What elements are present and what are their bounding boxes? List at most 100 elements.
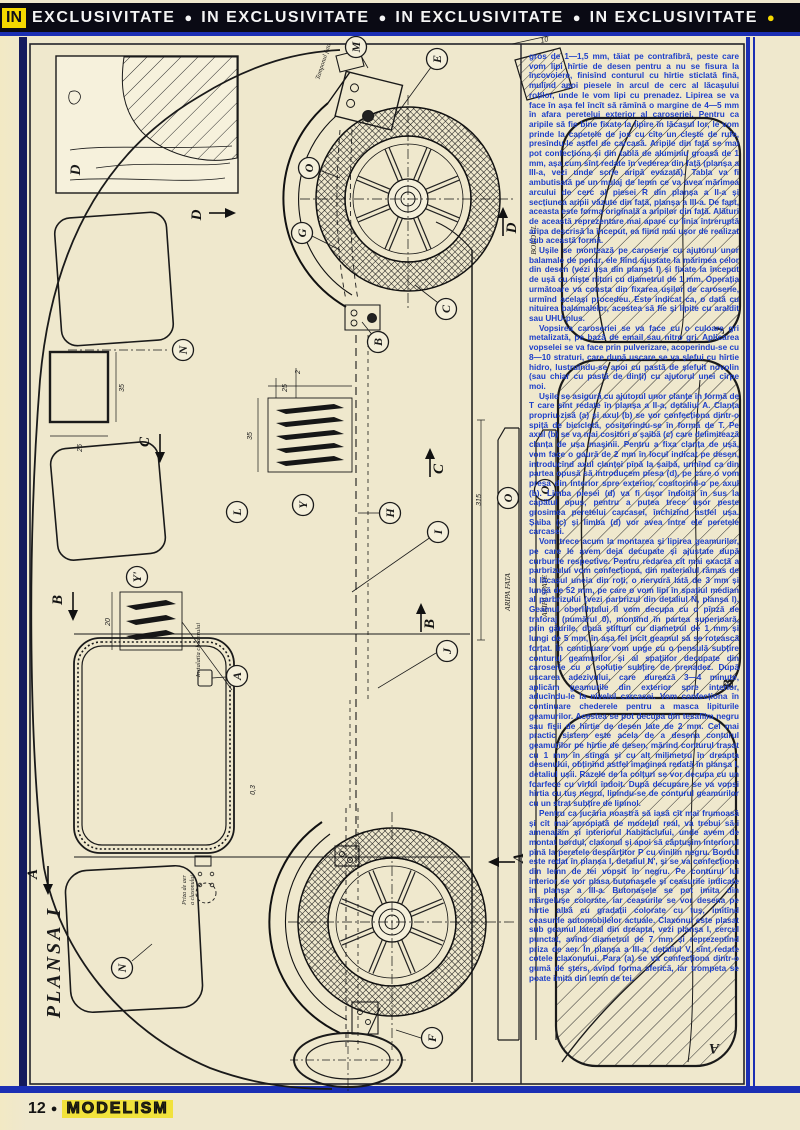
article-paragraph: Vom trece acum la montarea și lipirea ge… — [529, 537, 739, 809]
callout-o: O — [297, 156, 321, 180]
article-paragraph: Pentru ca jucăria noastră să iasă cît ma… — [529, 808, 739, 983]
section-arrows: D D C C B B A A — [25, 207, 527, 895]
banner-separator-icon: ● — [766, 10, 775, 25]
section-arrow-d: D — [189, 208, 236, 221]
callout-n: N — [171, 338, 195, 362]
svg-text:C: C — [137, 436, 153, 447]
svg-text:O: O — [302, 163, 316, 172]
article-paragraph: Ușile se asigură cu ajutorul unor clanțe… — [529, 391, 739, 537]
magazine-title: MODELISM — [62, 1100, 173, 1118]
callout-o: O — [496, 486, 520, 510]
svg-text:A: A — [511, 853, 527, 864]
svg-text:B: B — [371, 338, 385, 347]
footer-bullet-icon: ● — [50, 1103, 58, 1115]
svg-text:35: 35 — [119, 384, 126, 392]
callout-e: E — [425, 47, 449, 71]
section-arrow-c: C — [425, 448, 447, 477]
svg-text:Y: Y — [296, 500, 310, 509]
svg-text:H: H — [383, 508, 397, 519]
piece-letters: D J B A — [68, 164, 737, 1056]
louver-vent-detail — [257, 368, 353, 473]
bordul-label: BORDUL — [529, 225, 538, 255]
front-bumper-assembly — [334, 49, 404, 331]
svg-text:N: N — [176, 344, 190, 355]
fender-strips — [477, 419, 557, 1041]
front-wheel-spokes — [356, 147, 460, 251]
callout-c: C — [434, 297, 458, 321]
svg-text:N: N — [115, 962, 129, 973]
svg-text:315: 315 — [476, 494, 483, 506]
svg-text:26: 26 — [77, 444, 84, 453]
svg-text:10: 10 — [540, 36, 549, 45]
banner-item: IN EXCLUSIVITATE — [589, 8, 758, 26]
section-arrow-b: B — [416, 603, 438, 632]
svg-text:C: C — [431, 463, 447, 474]
svg-text:0,3: 0,3 — [250, 785, 257, 795]
section-arrow-c: C — [137, 434, 165, 463]
priza-label-1: Priza de aer — [182, 875, 188, 906]
page-frame — [0, 37, 800, 1093]
callout-h: H — [378, 501, 402, 525]
svg-text:J: J — [712, 326, 728, 335]
callout-n: N — [110, 956, 134, 980]
banner-item: EXCLUSIVITATE — [32, 8, 176, 26]
callout-m: M — [344, 35, 368, 59]
svg-text:35: 35 — [247, 432, 254, 440]
instalatia-label: Instalatia chederului — [195, 623, 202, 679]
callout-g: G — [290, 221, 314, 245]
inset-detail-d — [55, 55, 239, 194]
svg-text:C: C — [439, 304, 453, 313]
page-footer: 12 ● MODELISM — [28, 1100, 173, 1118]
small-louver-detail — [111, 591, 233, 691]
rear-wheel — [268, 808, 515, 1050]
banner-separator-icon: ● — [378, 10, 387, 25]
svg-text:L: L — [230, 508, 244, 516]
overlay-plan-pieces — [511, 31, 742, 1068]
banner-chip: IN — [2, 7, 26, 28]
article-paragraph: Ușile se montează pe caroserie cu ajutor… — [529, 246, 739, 323]
svg-text:M: M — [349, 41, 363, 53]
article-paragraph: gros de 1—1,5 mm, tăiat pe contrafibră, … — [529, 52, 739, 246]
rear-window — [64, 864, 217, 1014]
priza-label-2: a claxonului — [190, 875, 196, 905]
section-arrow-d: D — [498, 207, 520, 236]
svg-text:I: I — [431, 528, 445, 535]
exclusivity-banner: IN EXCLUSIVITATE ● IN EXCLUSIVITATE ● IN EXCL… — [0, 3, 800, 36]
svg-text:B: B — [422, 619, 438, 630]
banner-item: IN EXCLUSIVITATE — [201, 8, 370, 26]
callout-b: B — [366, 330, 390, 354]
svg-text:Y': Y' — [130, 571, 144, 582]
svg-text:20: 20 — [105, 618, 112, 627]
page-number: 12 — [28, 1100, 46, 1117]
banner-item: IN EXCLUSIVITATE — [395, 8, 564, 26]
tampon-label: Tamponul fata — [314, 43, 332, 81]
svg-text:B: B — [50, 595, 66, 606]
plansa-label: PLANSA I — [43, 906, 65, 1019]
callout-l: L — [225, 500, 249, 524]
callout-o: O — [533, 478, 557, 502]
headlight — [290, 1007, 406, 1092]
svg-text:D: D — [504, 222, 520, 234]
callout-y: Y — [291, 493, 315, 517]
svg-text:25: 25 — [282, 384, 289, 393]
front-wheel — [282, 71, 516, 310]
door-window — [73, 637, 235, 888]
svg-text:2: 2 — [295, 370, 302, 375]
svg-text:G: G — [295, 228, 309, 237]
svg-text:J: J — [440, 647, 454, 655]
svg-text:E: E — [430, 55, 444, 64]
svg-text:A: A — [25, 869, 41, 880]
svg-text:O: O — [501, 493, 515, 502]
svg-text:D: D — [68, 164, 84, 176]
section-arrow-a: A — [25, 866, 53, 895]
callout-j: J — [435, 639, 459, 663]
banner-separator-icon: ● — [184, 10, 193, 25]
svg-text:B: B — [721, 679, 737, 690]
callout-a: A — [225, 664, 249, 688]
callout-i: I — [426, 520, 450, 544]
front-windows — [48, 211, 175, 561]
svg-text:A: A — [230, 672, 244, 681]
svg-text:A: A — [709, 1040, 720, 1056]
